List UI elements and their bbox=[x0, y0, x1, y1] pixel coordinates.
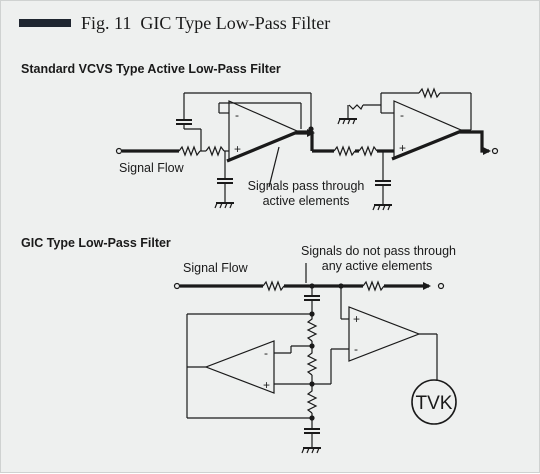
figure-title-bar bbox=[19, 19, 71, 27]
vcvs-note: Signals pass through active elements bbox=[236, 179, 376, 209]
gic-signal-flow-label: Signal Flow bbox=[183, 261, 248, 275]
vcvs-resistor-r1 bbox=[178, 145, 201, 157]
gic-resistor-r1 bbox=[262, 280, 285, 292]
vcvs-note-line-2: active elements bbox=[262, 194, 350, 208]
tvk-circle bbox=[411, 379, 457, 425]
gic-opamp-left-plus: + bbox=[263, 378, 270, 392]
figure-title-text: GIC Type Low-Pass Filter bbox=[140, 12, 331, 33]
gic-opamp-right-plus: + bbox=[353, 312, 360, 326]
gic-note-line-1: Signals do not pass through bbox=[301, 244, 456, 258]
vcvs-signal-flow-label: Signal Flow bbox=[119, 161, 184, 175]
gic-resistor-r3 bbox=[306, 314, 318, 342]
gic-opamp-left-minus: - bbox=[264, 346, 268, 360]
gic-node-f bbox=[338, 283, 344, 289]
vcvs-opamp2-plus: + bbox=[399, 141, 406, 155]
vcvs-resistor-r6 bbox=[348, 104, 364, 111]
vcvs-resistor-r4 bbox=[358, 145, 378, 157]
vcvs-resistor-r5 bbox=[418, 87, 441, 99]
gic-opamp-right-minus: - bbox=[354, 342, 358, 356]
vcvs-opamp2-minus: - bbox=[400, 108, 404, 122]
gic-section-title: GIC Type Low-Pass Filter bbox=[21, 236, 171, 250]
gic-note-line-2: any active elements bbox=[321, 259, 433, 273]
gic-circuit: TVK - + + - bbox=[173, 263, 457, 454]
figure-number: Fig. 11 bbox=[81, 12, 132, 33]
vcvs-opamp1-minus: - bbox=[235, 108, 239, 122]
vcvs-circuit: - + - + bbox=[115, 87, 499, 211]
figure-header: Fig. 11 GIC Type Low-Pass Filter bbox=[19, 9, 330, 37]
gic-opamp-left bbox=[204, 340, 275, 394]
vcvs-opamp1-plus: + bbox=[234, 142, 241, 156]
figure-title: Fig. 11 GIC Type Low-Pass Filter bbox=[81, 13, 330, 34]
vcvs-signal-path-opamp2 bbox=[391, 130, 491, 161]
gic-resistor-r5 bbox=[306, 384, 318, 414]
gic-opamp-right bbox=[348, 306, 421, 362]
vcvs-section-title: Standard VCVS Type Active Low-Pass Filte… bbox=[21, 62, 281, 76]
vcvs-output-terminal bbox=[491, 147, 499, 155]
gic-output-terminal bbox=[437, 282, 445, 290]
vcvs-resistor-r3 bbox=[333, 145, 356, 157]
tvk-label: TVK bbox=[416, 393, 453, 414]
vcvs-resistor-r2 bbox=[205, 145, 225, 157]
vcvs-note-line-1: Signals pass through bbox=[247, 179, 365, 193]
gic-resistor-r2 bbox=[362, 280, 385, 292]
vcvs-note-pointer bbox=[268, 146, 280, 188]
vcvs-input-terminal bbox=[115, 147, 123, 155]
gic-input-terminal bbox=[173, 282, 181, 290]
gic-resistor-r4 bbox=[306, 346, 318, 376]
gic-note: Signals do not pass through any active e… bbox=[301, 244, 456, 274]
